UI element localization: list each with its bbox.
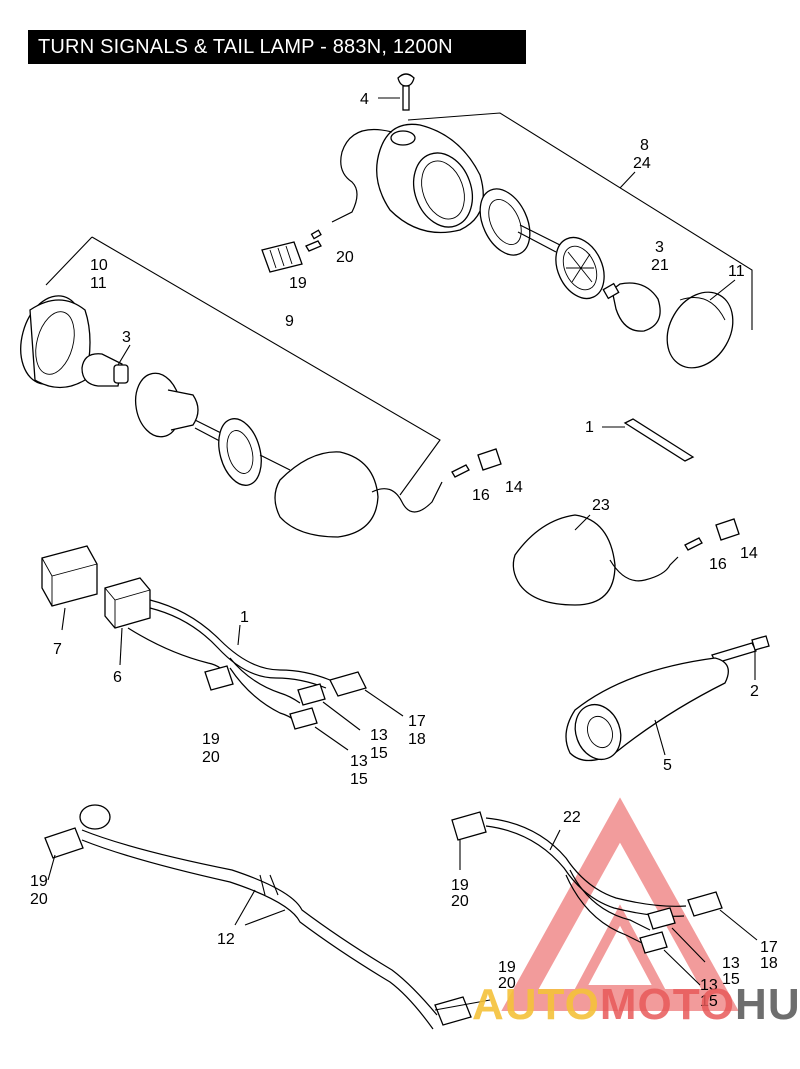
upper-turn-signal-assembly xyxy=(261,73,753,369)
connector-19-upper xyxy=(261,241,303,273)
callout-15: 15 xyxy=(370,745,388,762)
callout-1: 1 xyxy=(585,419,594,436)
lens-23-assembly xyxy=(512,514,740,606)
callout-14: 14 xyxy=(740,545,758,562)
callout-21: 21 xyxy=(651,257,669,274)
callout-19: 19 xyxy=(498,959,516,976)
watermark-part-2: MOTO xyxy=(599,980,736,1029)
callout-19: 19 xyxy=(30,873,48,890)
callout-19: 19 xyxy=(202,731,220,748)
clip-1 xyxy=(602,418,695,462)
callout-14: 14 xyxy=(505,479,523,496)
callout-18: 18 xyxy=(408,731,426,748)
callout-4: 4 xyxy=(360,91,369,108)
callout-20: 20 xyxy=(451,893,469,910)
callout-3: 3 xyxy=(122,329,131,346)
callout-18: 18 xyxy=(760,955,778,972)
callout-13: 13 xyxy=(722,955,740,972)
callout-15: 15 xyxy=(722,971,740,988)
watermark-part-3: HUB xyxy=(735,980,800,1029)
callout-13: 13 xyxy=(350,753,368,770)
callout-20: 20 xyxy=(336,249,354,266)
callout-23: 23 xyxy=(592,497,610,514)
callout-labels: 4 8 24 20 19 3 21 11 10 11 9 3 1 16 14 2… xyxy=(30,91,778,1010)
harness-6 xyxy=(104,577,404,751)
callout-10: 10 xyxy=(90,257,108,274)
callout-1: 1 xyxy=(240,609,249,626)
callout-22: 22 xyxy=(563,809,581,826)
callout-17: 17 xyxy=(760,939,778,956)
callout-7: 7 xyxy=(53,641,62,658)
callout-15: 15 xyxy=(350,771,368,788)
tail-lamp-5 xyxy=(565,635,770,762)
callout-11: 11 xyxy=(90,275,107,292)
callout-13: 13 xyxy=(700,977,718,994)
callout-6: 6 xyxy=(113,669,122,686)
callout-3: 3 xyxy=(655,239,664,256)
watermark-part-1: AUTO xyxy=(472,980,600,1029)
callout-20: 20 xyxy=(498,975,516,992)
callout-24: 24 xyxy=(633,155,651,172)
callout-12: 12 xyxy=(217,931,235,948)
harness-12 xyxy=(44,804,472,1030)
harness-22 xyxy=(451,811,758,986)
callout-19: 19 xyxy=(289,275,307,292)
callout-20: 20 xyxy=(30,891,48,908)
callout-17: 17 xyxy=(408,713,426,730)
callout-15: 15 xyxy=(700,993,718,1010)
callout-5: 5 xyxy=(663,757,672,774)
callout-9: 9 xyxy=(285,313,294,330)
callout-13: 13 xyxy=(370,727,388,744)
callout-16: 16 xyxy=(709,556,727,573)
callout-20: 20 xyxy=(202,749,220,766)
middle-turn-signal-assembly xyxy=(20,236,502,538)
connector-7 xyxy=(41,545,98,631)
callout-11: 11 xyxy=(728,263,745,280)
leader-lines xyxy=(47,97,736,1011)
callout-8: 8 xyxy=(640,137,649,154)
watermark-text: AUTOMOTOHUB xyxy=(472,980,800,1030)
callout-16: 16 xyxy=(472,487,490,504)
callout-2: 2 xyxy=(750,683,759,700)
callout-19: 19 xyxy=(451,877,469,894)
diagram-title: TURN SIGNALS & TAIL LAMP - 883N, 1200N xyxy=(28,30,526,64)
